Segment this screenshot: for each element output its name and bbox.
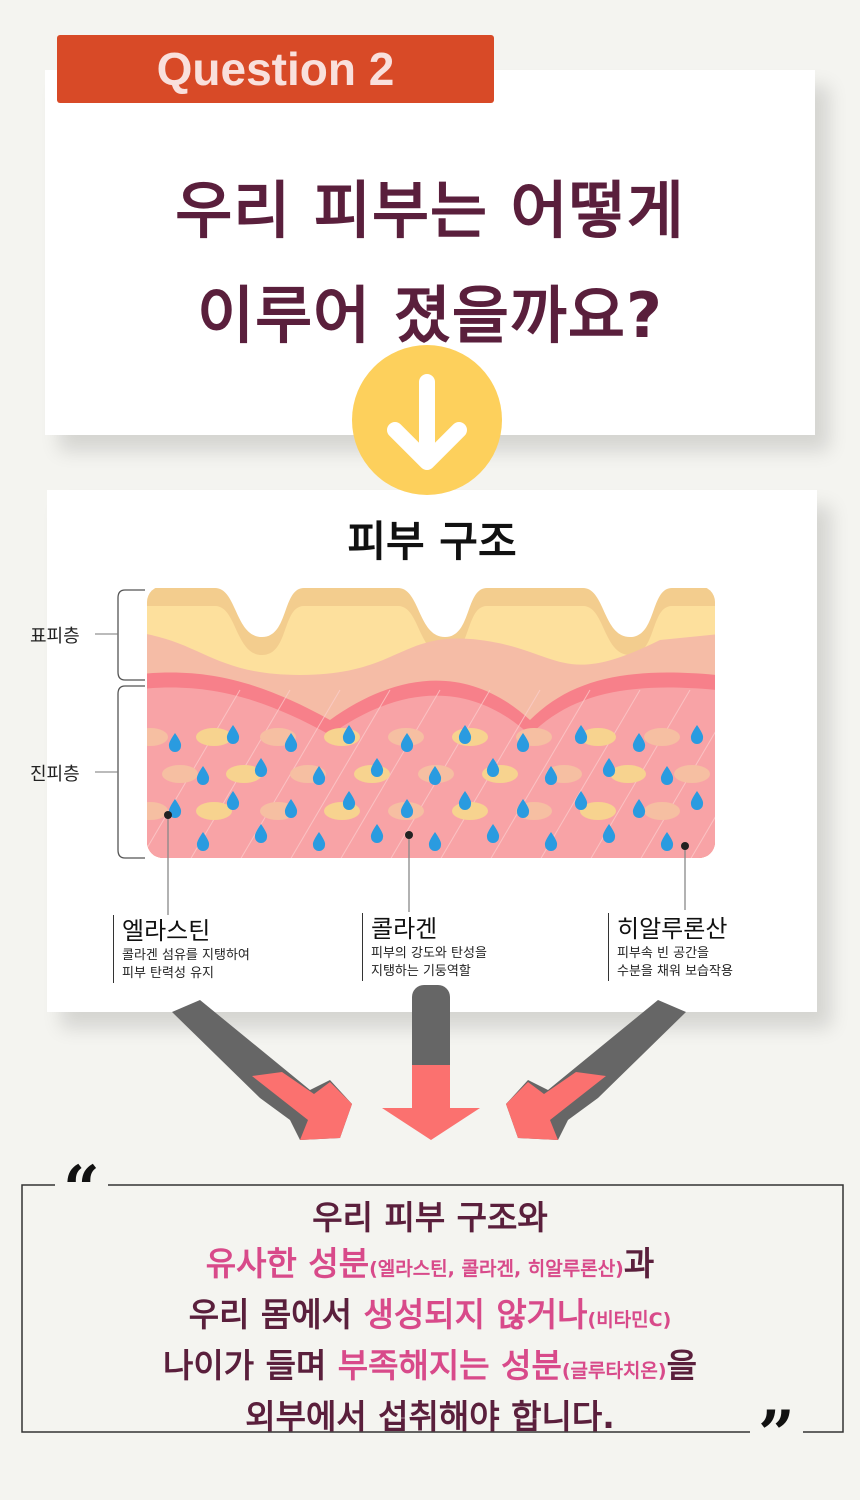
text: 과 xyxy=(623,1244,655,1283)
highlight: 유사한 성분 xyxy=(205,1244,370,1283)
fiber xyxy=(147,802,168,820)
water-drop-icon xyxy=(254,758,268,777)
water-drop-icon xyxy=(400,733,414,752)
collagen-desc1: 피부의 강도와 탄성을 xyxy=(371,946,487,961)
text: 우리 몸에서 xyxy=(188,1295,364,1334)
water-drop-icon xyxy=(632,799,646,818)
water-drop-icon xyxy=(342,725,356,744)
question-title-line2: 이루어 졌을까요? xyxy=(197,279,663,352)
water-drop-icon xyxy=(284,799,298,818)
fiber xyxy=(610,765,646,783)
water-drop-icon xyxy=(254,824,268,843)
water-drop-icon xyxy=(226,725,240,744)
dermis-label: 진피층 xyxy=(30,764,80,785)
water-drop-icon xyxy=(574,725,588,744)
water-drop-icon xyxy=(284,733,298,752)
water-drop-icon xyxy=(486,758,500,777)
fiber xyxy=(580,728,616,746)
water-drop-icon xyxy=(602,824,616,843)
elastin-desc1: 콜라겐 섬유를 지탱하여 xyxy=(122,948,250,963)
water-drop-icon xyxy=(342,791,356,810)
water-drop-icon xyxy=(312,766,326,785)
open-quote-icon: “ xyxy=(55,1158,108,1222)
caption-elastin: 엘라스틴 콜라겐 섬유를 지탱하여 피부 탄력성 유지 xyxy=(113,915,250,983)
water-drop-icon xyxy=(602,758,616,777)
water-drop-icon xyxy=(370,824,384,843)
highlight: 생성되지 않거나 xyxy=(363,1295,588,1334)
fiber xyxy=(147,728,168,746)
water-drop-icon xyxy=(544,766,558,785)
caption-hyaluronic-acid: 히알루론산 피부속 빈 공간을 수분을 채워 보습작용 xyxy=(608,913,733,981)
elastin-desc2: 피부 탄력성 유지 xyxy=(122,966,214,981)
hyaluronic-name: 히알루론산 xyxy=(617,915,728,943)
water-drop-icon xyxy=(516,799,530,818)
water-drop-icon xyxy=(168,799,182,818)
fiber xyxy=(644,802,680,820)
water-drop-icon xyxy=(574,791,588,810)
summary-line5: 외부에서 섭취해야 합니다. xyxy=(245,1397,615,1436)
water-drop-icon xyxy=(196,832,210,851)
fiber xyxy=(226,765,262,783)
text: 을 xyxy=(666,1346,697,1385)
fiber xyxy=(580,802,616,820)
skin-structure-title: 피부 구조 xyxy=(347,517,517,566)
fiber xyxy=(162,765,198,783)
hyaluronic-desc1: 피부속 빈 공간을 xyxy=(617,946,709,961)
summary-line2: 유사한 성분(엘라스틴, 콜라겐, 히알루론산)과 xyxy=(0,1241,860,1292)
note: (비타민C) xyxy=(587,1309,672,1331)
collagen-desc2: 지탱하는 기둥역할 xyxy=(371,964,471,979)
summary-text: 우리 피부 구조와 유사한 성분(엘라스틴, 콜라겐, 히알루론산)과 우리 몸… xyxy=(0,1195,860,1440)
fiber xyxy=(644,728,680,746)
water-drop-icon xyxy=(458,791,472,810)
water-drop-icon xyxy=(428,832,442,851)
caption-collagen: 콜라겐 피부의 강도와 탄성을 지탱하는 기둥역할 xyxy=(362,913,487,981)
fiber xyxy=(196,802,232,820)
water-drop-icon xyxy=(544,832,558,851)
question-badge: Question 2 xyxy=(57,35,494,103)
water-drop-icon xyxy=(458,725,472,744)
summary-line1: 우리 피부 구조와 xyxy=(312,1198,548,1237)
summary-line4: 나이가 들며 부족해지는 성분(글루타치온)을 xyxy=(0,1343,860,1394)
water-drop-icon xyxy=(226,791,240,810)
flow-arrows xyxy=(172,985,686,1140)
fiber xyxy=(674,765,710,783)
water-drop-icon xyxy=(196,766,210,785)
arrow-down-icon xyxy=(387,374,467,470)
question-title-line1: 우리 피부는 어떻게 xyxy=(175,174,685,247)
summary-box xyxy=(21,1184,844,1433)
text: 나이가 들며 xyxy=(163,1346,338,1385)
water-drop-icon xyxy=(516,733,530,752)
highlight: 부족해지는 성분 xyxy=(337,1346,562,1385)
water-drop-icon xyxy=(660,766,674,785)
epidermis-label: 표피층 xyxy=(30,626,80,647)
water-drop-icon xyxy=(632,733,646,752)
note: (엘라스틴, 콜라겐, 히알루론산) xyxy=(369,1258,624,1280)
water-drop-icon xyxy=(370,758,384,777)
water-drop-icon xyxy=(168,733,182,752)
close-quote-icon: ” xyxy=(750,1403,803,1467)
water-drop-icon xyxy=(428,766,442,785)
collagen-name: 콜라겐 xyxy=(371,915,438,943)
note: (글루타치온) xyxy=(561,1360,667,1382)
water-drop-icon xyxy=(690,725,704,744)
hyaluronic-desc2: 수분을 채워 보습작용 xyxy=(617,964,733,979)
skin-cross-section xyxy=(147,588,715,858)
water-drop-icon xyxy=(486,824,500,843)
water-drop-icon xyxy=(690,791,704,810)
water-drop-icon xyxy=(660,832,674,851)
water-drop-icon xyxy=(400,799,414,818)
fiber xyxy=(196,728,232,746)
water-drop-icon xyxy=(312,832,326,851)
summary-line3: 우리 몸에서 생성되지 않거나(비타민C) xyxy=(0,1292,860,1343)
elastin-name: 엘라스틴 xyxy=(122,917,211,945)
